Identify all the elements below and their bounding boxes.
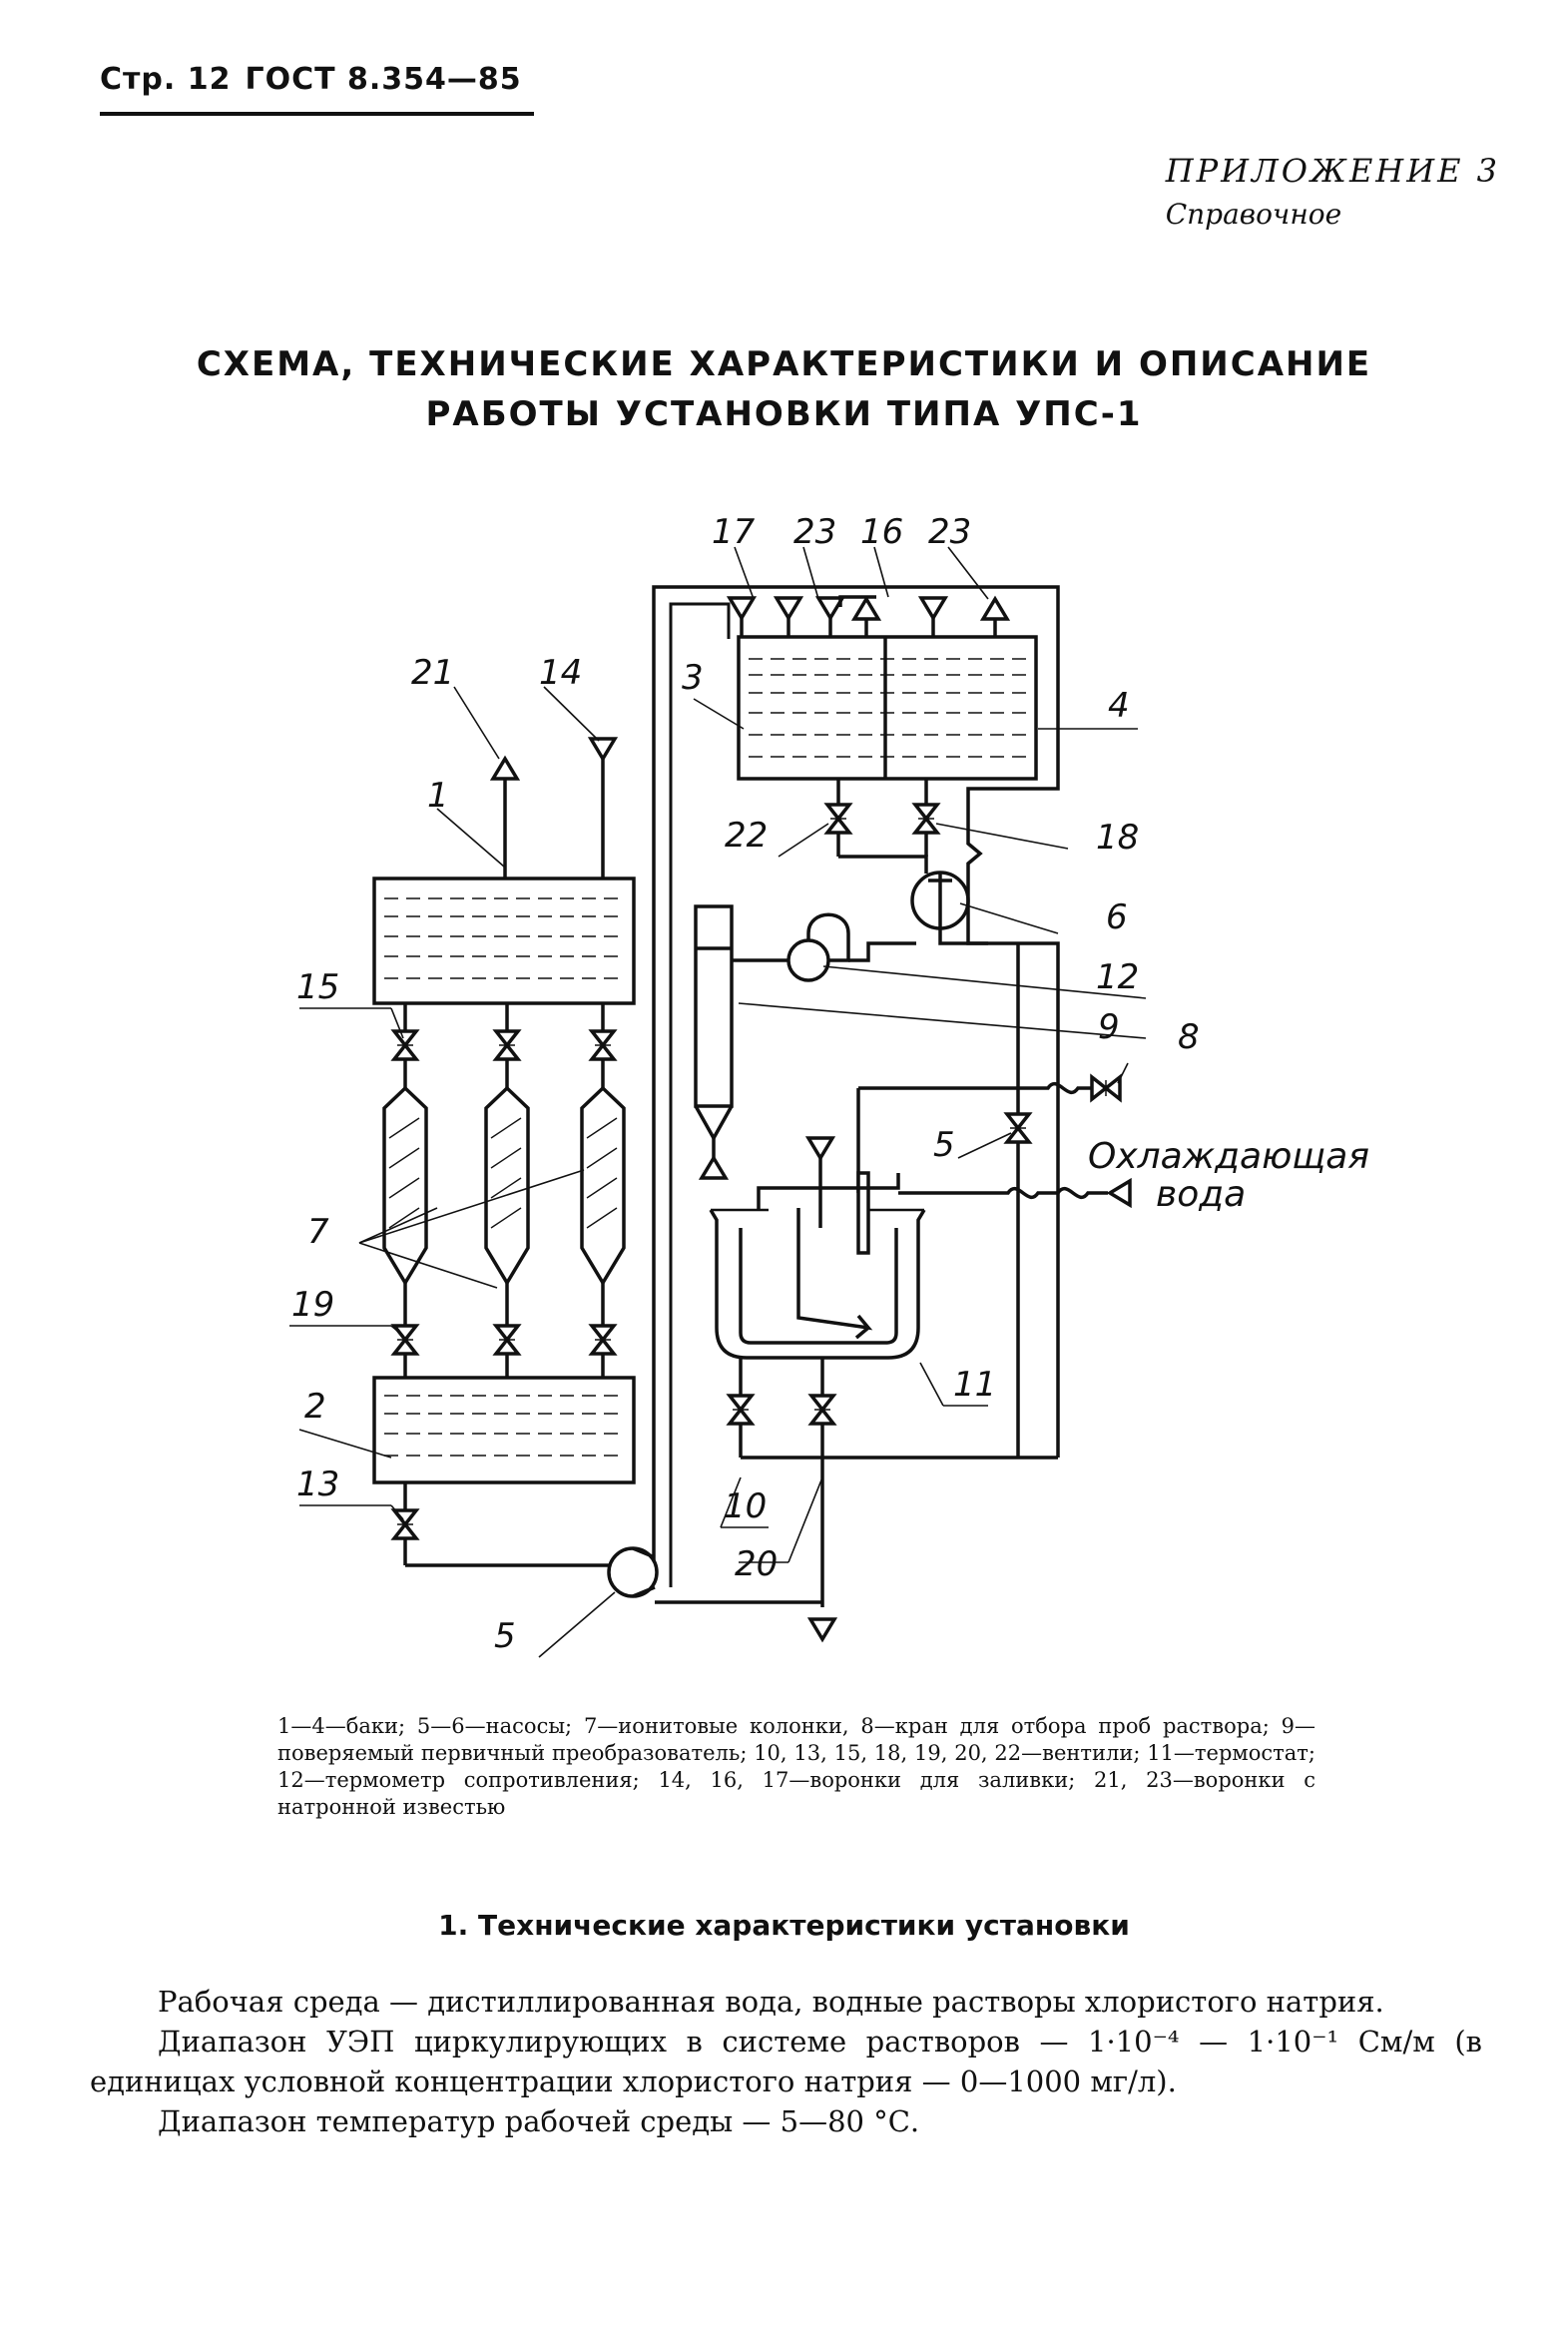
return-pipe — [652, 585, 1060, 1575]
label-22: 22 — [725, 816, 768, 856]
appendix-block: ПРИЛОЖЕНИЕ 3 Справочное — [1166, 152, 1500, 231]
label-5b: 5 — [494, 1616, 516, 1656]
ion-exchange-columns — [382, 1003, 626, 1378]
label-1: 1 — [427, 776, 449, 816]
label-3: 3 — [682, 658, 704, 698]
label-23a: 23 — [793, 512, 836, 552]
label-19: 19 — [291, 1285, 334, 1325]
label-2: 2 — [304, 1387, 326, 1427]
label-16: 16 — [860, 512, 903, 552]
label-23b: 23 — [928, 512, 971, 552]
label-17: 17 — [712, 512, 756, 552]
label-6: 6 — [1106, 897, 1128, 937]
label-5a: 5 — [933, 1125, 955, 1165]
title-line-2: РАБОТЫ УСТАНОВКИ ТИПА УПС-1 — [425, 394, 1143, 434]
label-20: 20 — [735, 1544, 778, 1584]
tank-1 — [372, 877, 636, 1005]
label-14: 14 — [539, 653, 582, 693]
section-body: Рабочая среда — дистиллированная вода, в… — [90, 1982, 1482, 2141]
label-10: 10 — [724, 1486, 767, 1526]
funnels-top — [728, 595, 1009, 637]
thermostat-11 — [709, 1136, 926, 1360]
document-title: СХЕМА, ТЕХНИЧЕСКИЕ ХАРАКТЕРИСТИКИ И ОПИС… — [0, 339, 1568, 439]
gost-number: ГОСТ 8.354—85 — [245, 62, 522, 97]
label-7: 7 — [307, 1212, 329, 1252]
section-title: 1. Технические характеристики установки — [438, 1909, 1130, 1942]
label-8: 8 — [1178, 1017, 1200, 1057]
cooling-water-label-2: вода — [1156, 1174, 1246, 1215]
page-number: Стр. 12 — [100, 62, 232, 97]
label-12: 12 — [1096, 957, 1139, 997]
label-11: 11 — [953, 1365, 996, 1405]
appendix-title: ПРИЛОЖЕНИЕ 3 — [1165, 152, 1500, 190]
label-9: 9 — [1098, 1007, 1120, 1047]
installation-schematic: 17 23 16 23 21 14 3 4 1 22 18 6 12 15 9 … — [289, 512, 1369, 1658]
tank-3-4 — [737, 635, 1038, 781]
appendix-subtitle: Справочное — [1165, 198, 1342, 231]
page-header: Стр. 12 ГОСТ 8.354—85 — [100, 62, 522, 97]
label-13: 13 — [296, 1465, 339, 1504]
title-line-1: СХЕМА, ТЕХНИЧЕСКИЕ ХАРАКТЕРИСТИКИ И ОПИС… — [196, 344, 1372, 384]
label-18: 18 — [1096, 818, 1139, 858]
paragraph: Диапазон УЭП циркулирующих в системе рас… — [90, 2025, 1482, 2098]
cooling-water-label: Охлаждающая — [1088, 1136, 1369, 1177]
figure-caption: 1—4—баки; 5—6—насосы; 7—ионитовые колонк… — [277, 1714, 1315, 1819]
tank-2 — [372, 1376, 636, 1484]
header-rule — [100, 112, 534, 116]
paragraph: Диапазон температур рабочей среды — 5—80… — [158, 2104, 920, 2138]
label-21: 21 — [411, 653, 454, 693]
label-4: 4 — [1108, 686, 1130, 726]
label-15: 15 — [296, 967, 339, 1007]
paragraph: Рабочая среда — дистиллированная вода, в… — [158, 1985, 1384, 2019]
